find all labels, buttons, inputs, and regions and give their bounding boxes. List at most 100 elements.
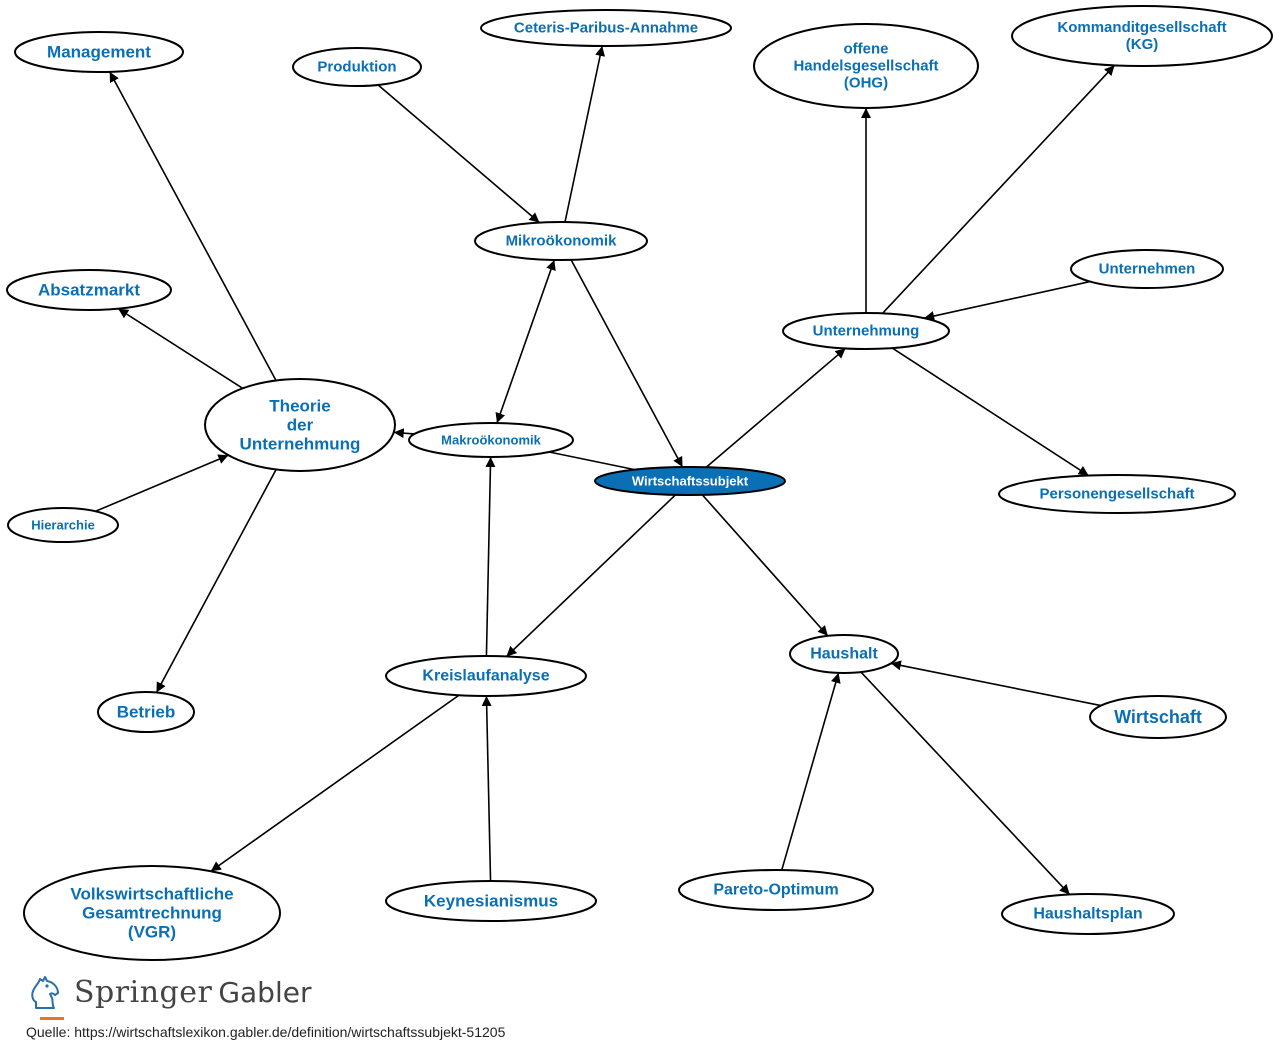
node-label-ohg-line-3: (OHG): [844, 74, 888, 91]
node-label-pareto: Pareto-Optimum: [713, 882, 838, 899]
node-label-wirtschaftssubjekt: Wirtschaftssubjekt: [632, 474, 749, 489]
edge-produktion-to-mikrooekonomik: [377, 84, 540, 224]
nodes-layer: Wirtschaftssubjekt MikroökonomikMakroökon…: [6, 5, 1273, 961]
node-ellipse-absatzmarkt: [6, 269, 172, 311]
node-ceteris[interactable]: Ceteris-Paribus-Annahme: [480, 9, 732, 47]
node-ellipse-wirtschaftssubjekt: [594, 466, 786, 496]
edge-keynesianismus-to-kreislaufanalyse: [481, 695, 492, 882]
edge-wirtschaft-to-haushalt: [890, 660, 1102, 707]
node-label-ohg-line-2: Handelsgesellschaft: [793, 58, 938, 75]
node-personengesellschaft[interactable]: Personengesellschaft: [998, 474, 1236, 514]
edge-theorie-to-betrieb: [155, 469, 277, 693]
node-ellipse-makrooekonomik: [408, 422, 574, 458]
edge-wirtschaftssubjekt-to-haushalt: [701, 494, 829, 637]
node-betrieb[interactable]: Betrieb: [97, 691, 195, 733]
node-ellipse-ceteris: [480, 9, 732, 47]
node-label-wirtschaft: Wirtschaft: [1114, 707, 1202, 727]
node-ellipse-personengesellschaft: [998, 474, 1236, 514]
edge-unternehmung-to-kg: [881, 64, 1116, 314]
edge-makrooekonomik-to-theorie: [393, 428, 415, 439]
node-management[interactable]: Management: [14, 31, 184, 73]
node-label-vgr-line-1: Volkswirtschaftliche: [70, 884, 233, 903]
node-produktion[interactable]: Produktion: [292, 47, 422, 87]
node-ellipse-theorie: [204, 378, 396, 472]
edge-wirtschaftssubjekt-to-unternehmung: [705, 347, 847, 468]
node-label-ohg-line-1: offene: [844, 41, 889, 58]
node-ellipse-keynesianismus: [385, 880, 597, 922]
edge-mikrooekonomik-to-makrooekonomik: [495, 259, 556, 424]
node-unternehmen[interactable]: Unternehmen: [1070, 249, 1224, 289]
node-kg[interactable]: Kommanditgesellschaft(KG): [1011, 5, 1273, 67]
node-label-personengesellschaft: Personengesellschaft: [1039, 486, 1194, 503]
edges-layer: [95, 45, 1116, 896]
knight-horse-icon: [31, 976, 59, 1009]
node-ellipse-mikrooekonomik: [474, 221, 648, 261]
node-mikrooekonomik[interactable]: Mikroökonomik: [474, 221, 648, 261]
edge-unternehmen-to-unternehmung: [924, 280, 1091, 321]
node-wirtschaftssubjekt[interactable]: Wirtschaftssubjekt: [594, 466, 786, 496]
node-ellipse-kreislaufanalyse: [385, 655, 587, 697]
node-kreislaufanalyse[interactable]: Kreislaufanalyse: [385, 655, 587, 697]
node-label-makrooekonomik: Makroökonomik: [441, 433, 541, 448]
edge-unternehmung-to-personengesellschaft: [891, 347, 1090, 477]
node-ellipse-management: [14, 31, 184, 73]
node-ellipse-produktion: [292, 47, 422, 87]
node-ellipse-kg: [1011, 5, 1273, 67]
node-label-ceteris: Ceteris-Paribus-Annahme: [514, 20, 698, 37]
node-label-theorie-line-2: der: [287, 416, 314, 435]
node-ellipse-hierarchie: [7, 507, 119, 543]
node-label-management: Management: [47, 43, 151, 62]
node-pareto[interactable]: Pareto-Optimum: [678, 869, 874, 911]
node-ellipse-unternehmung: [782, 312, 950, 350]
node-ellipse-haushaltsplan: [1001, 893, 1175, 935]
edge-wirtschaftssubjekt-to-makrooekonomik: [549, 451, 635, 471]
edge-wirtschaftssubjekt-to-kreislaufanalyse: [505, 494, 677, 658]
edge-theorie-to-management: [108, 71, 277, 381]
node-label-unternehmen: Unternehmen: [1099, 261, 1196, 278]
node-wirtschaft[interactable]: Wirtschaft: [1089, 695, 1227, 739]
node-label-theorie-line-3: Unternehmung: [240, 435, 361, 454]
edge-kreislaufanalyse-to-vgr: [210, 694, 460, 872]
node-label-kg-line-2: (KG): [1126, 36, 1159, 53]
node-label-kg-line-1: Kommanditgesellschaft: [1057, 19, 1226, 36]
edge-theorie-to-absatzmarkt: [117, 308, 244, 389]
edge-pareto-to-haushalt: [780, 672, 841, 871]
node-ellipse-wirtschaft: [1089, 695, 1227, 739]
node-label-haushalt: Haushalt: [810, 646, 878, 663]
edge-hierarchie-to-theorie: [95, 454, 229, 513]
publisher-name: Springer: [74, 974, 213, 1010]
node-ellipse-ohg: [753, 23, 979, 109]
node-makrooekonomik[interactable]: Makroökonomik: [408, 422, 574, 458]
node-label-vgr-line-2: Gesamtrechnung: [82, 904, 222, 923]
node-label-unternehmung: Unternehmung: [813, 323, 920, 340]
edge-mikrooekonomik-to-wirtschaftssubjekt: [570, 259, 684, 468]
node-hierarchie[interactable]: Hierarchie: [7, 507, 119, 543]
node-keynesianismus[interactable]: Keynesianismus: [385, 880, 597, 922]
node-unternehmung[interactable]: Unternehmung: [782, 312, 950, 350]
node-ellipse-unternehmen: [1070, 249, 1224, 289]
node-haushaltsplan[interactable]: Haushaltsplan: [1001, 893, 1175, 935]
node-label-haushaltsplan: Haushaltsplan: [1033, 906, 1142, 923]
node-label-betrieb: Betrieb: [117, 703, 176, 722]
node-label-keynesianismus: Keynesianismus: [424, 892, 558, 911]
edge-mikrooekonomik-to-ceteris: [564, 45, 606, 223]
node-label-mikrooekonomik: Mikroökonomik: [506, 233, 618, 250]
edge-haushalt-to-haushaltsplan: [860, 671, 1071, 896]
source-citation: Quelle: https://wirtschaftslexikon.gable…: [26, 1024, 506, 1040]
node-label-theorie-line-1: Theorie: [269, 396, 330, 415]
node-haushalt[interactable]: Haushalt: [789, 634, 899, 674]
node-label-hierarchie: Hierarchie: [31, 518, 95, 533]
node-label-vgr-line-3: (VGR): [128, 923, 176, 942]
imprint-name: Gabler: [218, 975, 312, 1009]
node-label-kreislaufanalyse: Kreislaufanalyse: [422, 668, 549, 685]
node-label-absatzmarkt: Absatzmarkt: [38, 281, 140, 300]
edge-kreislaufanalyse-to-makrooekonomik: [485, 456, 496, 657]
node-ellipse-betrieb: [97, 691, 195, 733]
node-absatzmarkt[interactable]: Absatzmarkt: [6, 269, 172, 311]
logo-accent-bar: [40, 1017, 64, 1020]
node-ellipse-haushalt: [789, 634, 899, 674]
